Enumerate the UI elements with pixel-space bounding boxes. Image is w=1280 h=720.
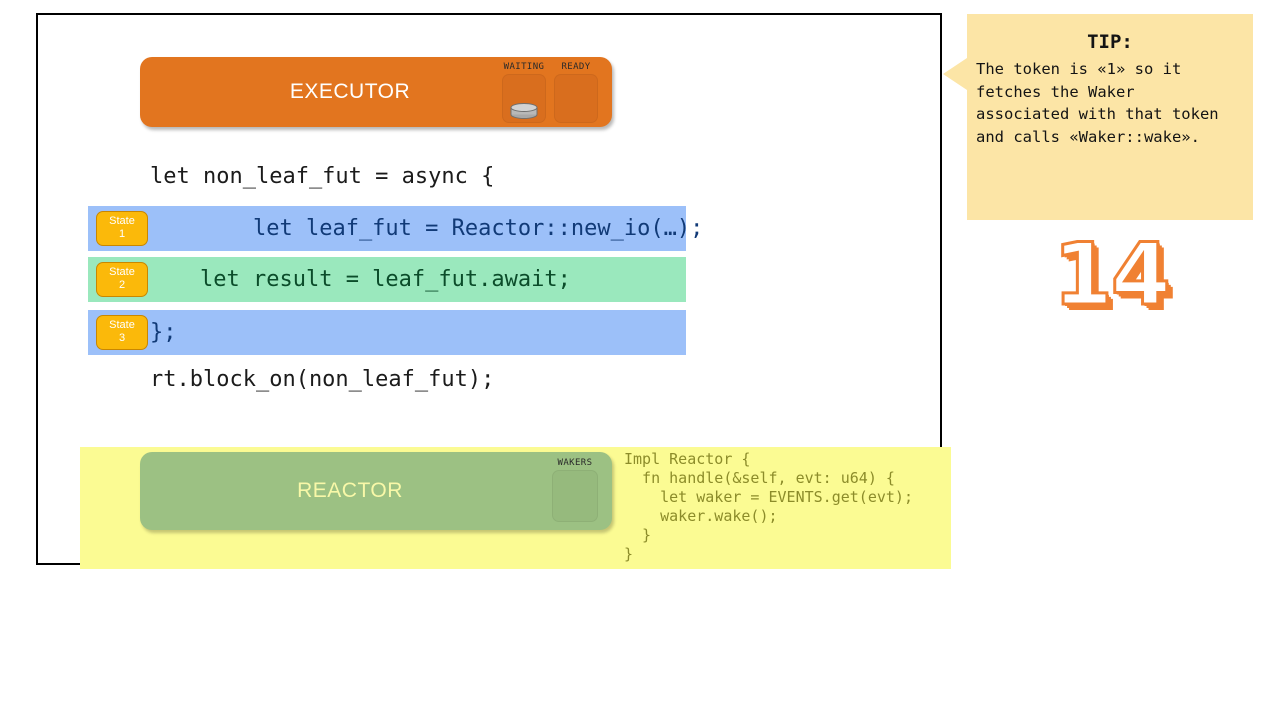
state-chip-3: State 3 xyxy=(96,315,148,350)
ready-queue-label: READY xyxy=(561,62,591,72)
code-band-state-1: State 1 let leaf_fut = Reactor::new_io(…… xyxy=(88,206,703,251)
code-line-block-on: rt.block_on(non_leaf_fut); xyxy=(150,367,495,392)
state-chip-1-number: 1 xyxy=(118,228,126,240)
ready-queue-slot xyxy=(554,74,598,123)
executor-waiting-queue: WAITING xyxy=(500,61,548,123)
executor-ready-queue: READY xyxy=(552,61,600,123)
reactor-code-snippet: Impl Reactor { fn handle(&self, evt: u64… xyxy=(624,450,913,563)
state-chip-2: State 2 xyxy=(96,262,148,297)
state-chip-1-label: State xyxy=(109,215,135,227)
reactor-wakers-queue: WAKERS xyxy=(550,457,600,522)
tip-pointer-icon xyxy=(943,58,967,90)
state-chip-3-label: State xyxy=(109,319,135,331)
cylinder-token-icon xyxy=(510,103,538,119)
reactor-panel: REACTOR WAKERS Impl Reactor { fn handle(… xyxy=(80,447,951,569)
executor-bar: EXECUTOR WAITING READY xyxy=(140,57,612,127)
state-chip-2-label: State xyxy=(109,266,135,278)
reactor-title: REACTOR xyxy=(297,479,403,502)
state-chip-2-number: 2 xyxy=(118,279,126,291)
reactor-bar: REACTOR WAKERS xyxy=(140,452,612,530)
tip-callout: TIP: The token is «1» so it fetches the … xyxy=(943,14,1253,220)
state-chip-3-number: 3 xyxy=(118,332,126,344)
slide-frame: EXECUTOR WAITING READY let non_leaf_fut … xyxy=(36,13,951,569)
state-chip-1: State 1 xyxy=(96,211,148,246)
executor-title: EXECUTOR xyxy=(289,80,411,103)
wakers-queue-slot xyxy=(552,470,598,522)
code-text-state-3: }; xyxy=(150,320,177,345)
slide-number: 14 xyxy=(1052,225,1173,325)
code-text-state-1: let leaf_fut = Reactor::new_io(…); xyxy=(200,216,704,241)
waiting-queue-slot xyxy=(502,74,546,123)
code-text-state-2: let result = leaf_fut.await; xyxy=(200,267,571,292)
wakers-queue-label: WAKERS xyxy=(557,458,593,468)
code-band-state-3: State 3 }; xyxy=(88,310,686,355)
waiting-queue-label: WAITING xyxy=(503,62,545,72)
code-line-declaration: let non_leaf_fut = async { xyxy=(150,164,495,189)
tip-body: The token is «1» so it fetches the Waker… xyxy=(976,60,1219,146)
code-band-state-2: State 2 let result = leaf_fut.await; xyxy=(88,257,686,535)
tip-title: TIP: xyxy=(1087,31,1133,53)
